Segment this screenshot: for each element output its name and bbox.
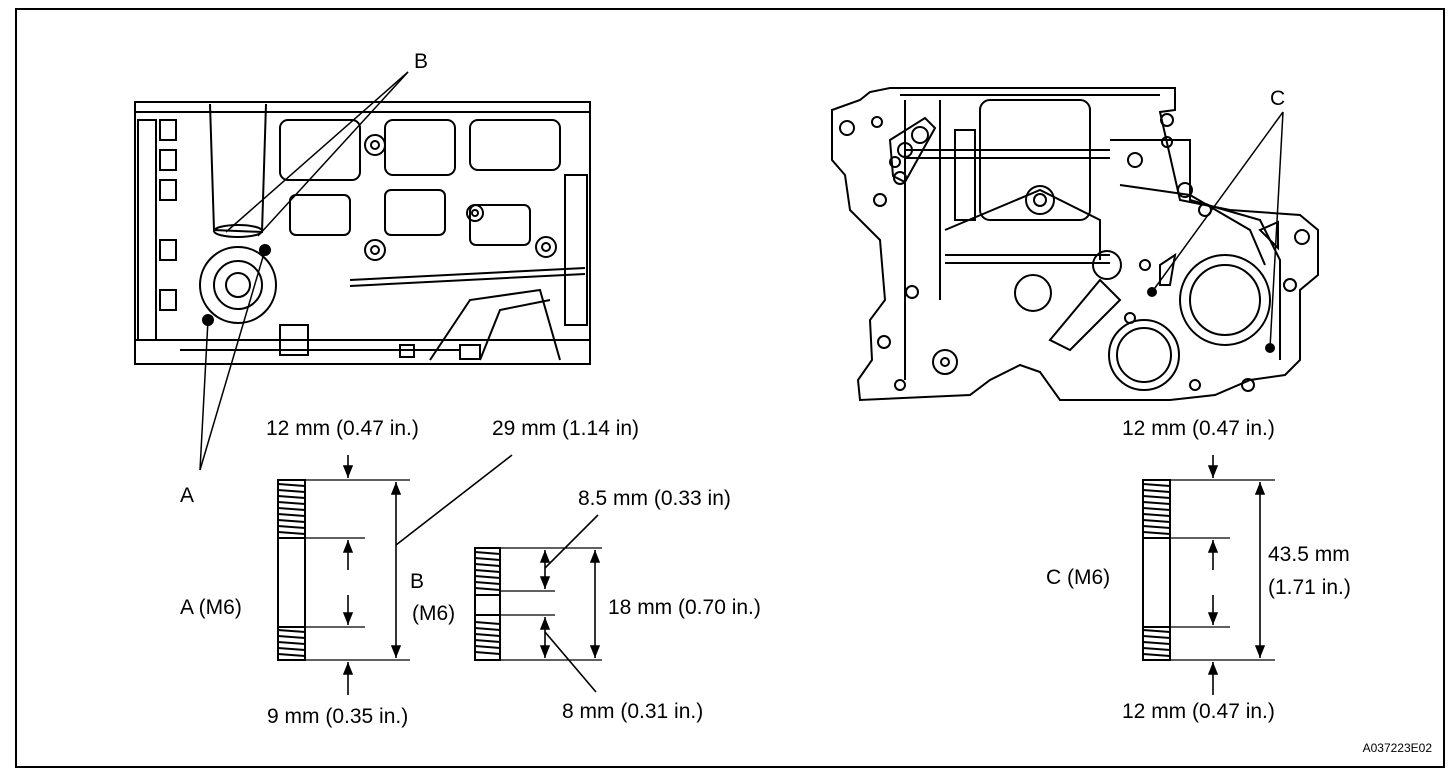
bolt-b-overall-length: 18 mm (0.70 in.) [608, 596, 761, 619]
bolt-c-overall-length-line2: (1.71 in.) [1268, 576, 1351, 599]
bolt-a-bottom-thread-length: 9 mm (0.35 in.) [267, 705, 408, 728]
engine-block-side-view [134, 101, 591, 365]
bolt-b-top-thread-length: 8.5 mm (0.33 in) [578, 487, 731, 510]
bolt-c-overall-length-line1: 43.5 mm [1268, 543, 1350, 566]
timing-case-front-view [831, 87, 1319, 402]
bolt-a-overall-length: 29 mm (1.14 in) [492, 417, 639, 440]
bolt-b-name-line2: (M6) [412, 602, 455, 625]
bolt-c-top-thread-length: 12 mm (0.47 in.) [1122, 417, 1275, 440]
callout-b-label: B [414, 50, 428, 73]
stud-bolt-b: 8.5 mm (0.33 in) B (M6) 18 mm (0.70 in.)… [410, 487, 761, 723]
bolt-a-name: A (M6) [180, 596, 242, 619]
stud-bolt-c: 12 mm (0.47 in.) C (M6) 43.5 mm (1.71 in… [1046, 417, 1351, 723]
bolt-c-bottom-thread-length: 12 mm (0.47 in.) [1122, 700, 1275, 723]
bolt-c-name: C (M6) [1046, 566, 1110, 589]
bolt-b-name-line1: B [410, 570, 424, 593]
callout-c-label: C [1270, 87, 1285, 110]
stud-bolt-a: 12 mm (0.47 in.) 29 mm (1.14 in) A (M6) … [180, 417, 639, 728]
figure-frame [15, 8, 1445, 768]
callout-leaders [199, 71, 1284, 471]
callout-a-label: A [180, 484, 194, 507]
figure-code: A037223E02 [1363, 741, 1433, 755]
bolt-b-bottom-thread-length: 8 mm (0.31 in.) [562, 700, 703, 723]
bolt-a-top-thread-length: 12 mm (0.47 in.) [266, 417, 419, 440]
